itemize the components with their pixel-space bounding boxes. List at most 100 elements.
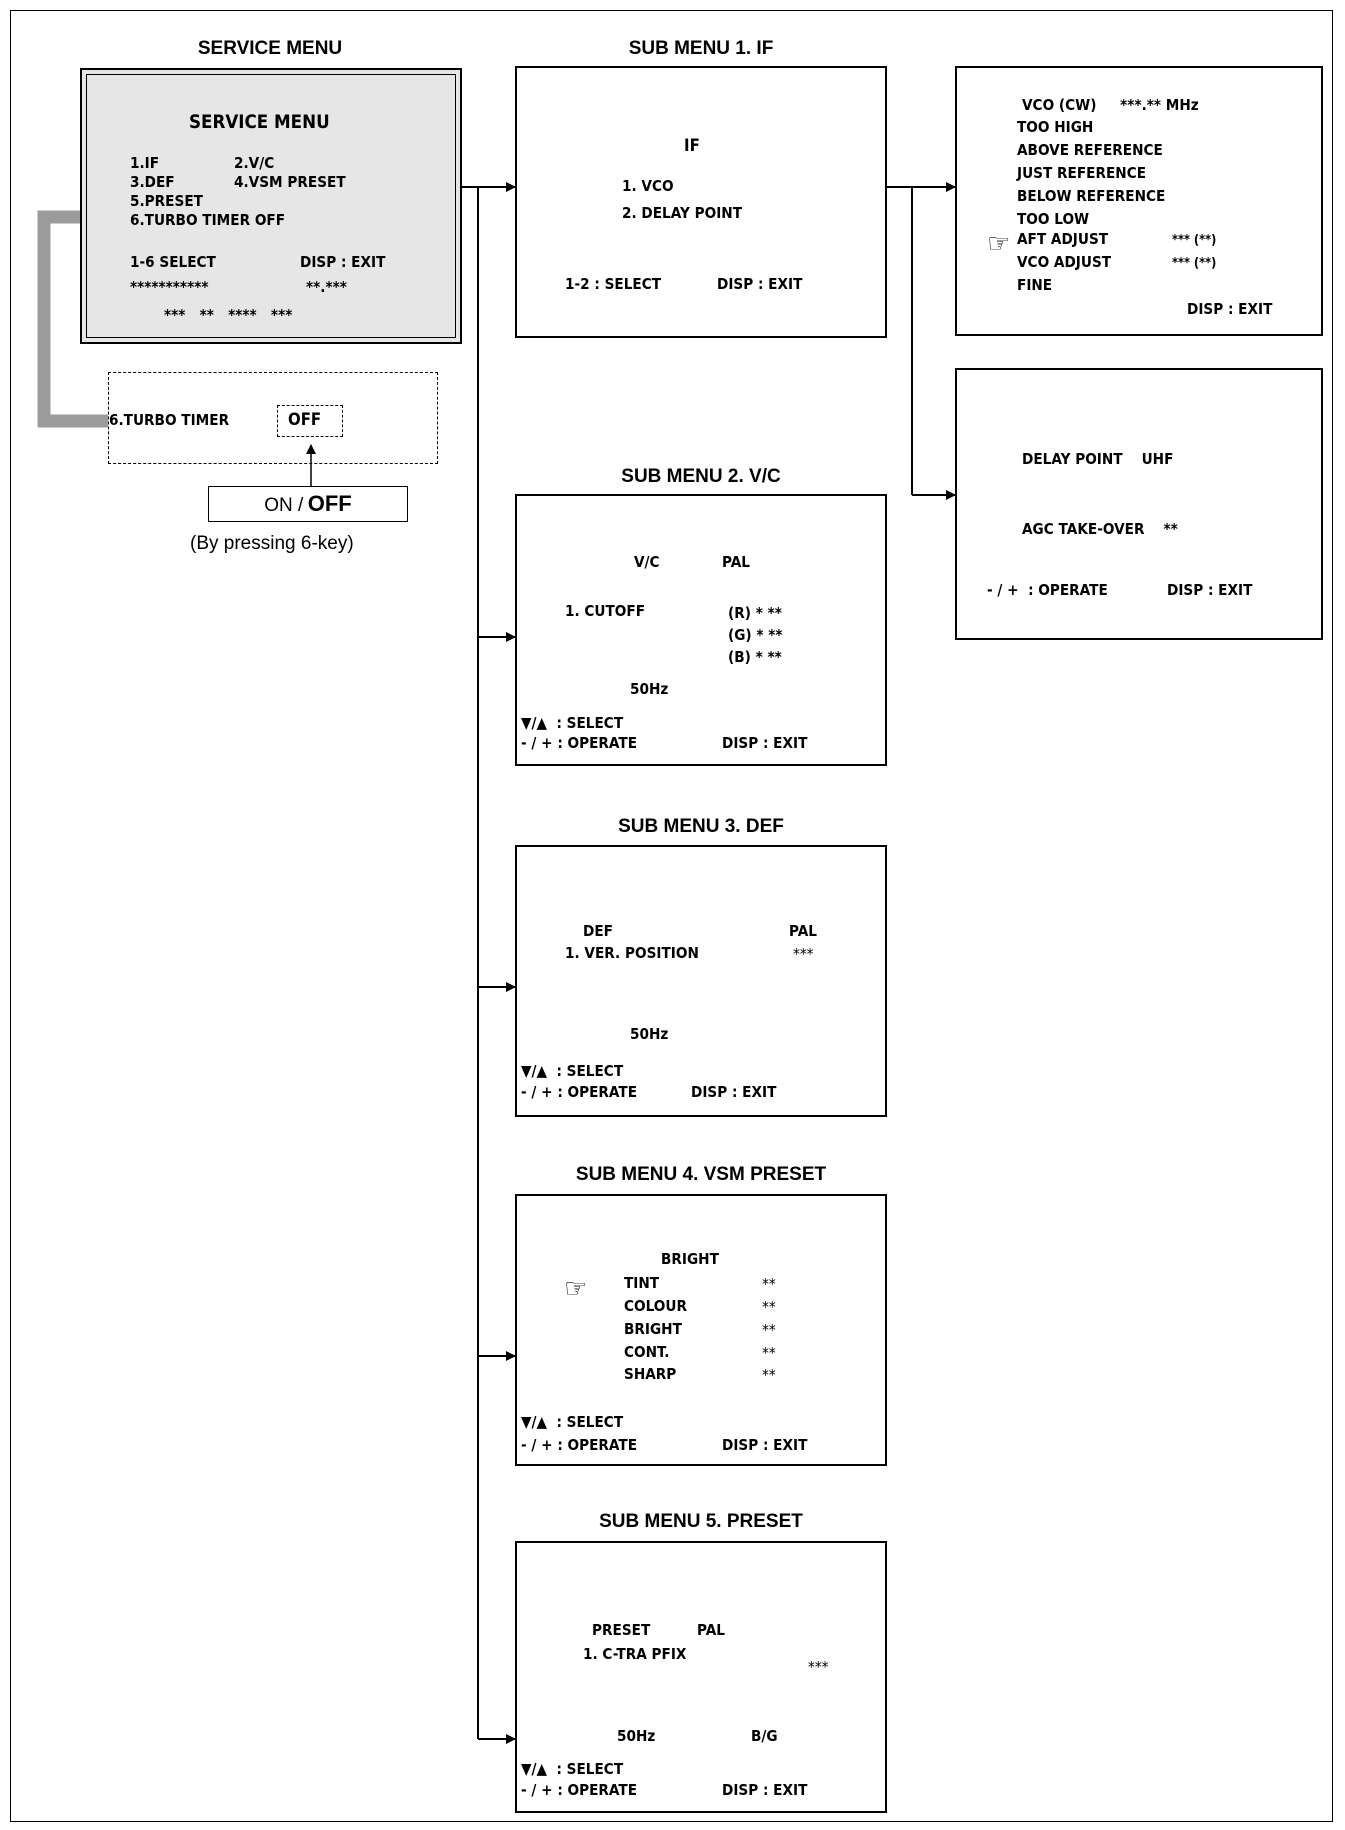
sub4-val-tint: **	[762, 1275, 776, 1293]
vco-above-ref: ABOVE REFERENCE	[1017, 141, 1163, 159]
sub3-exit-hint: DISP : EXIT	[691, 1083, 777, 1101]
sub1-item-vco: 1. VCO	[622, 177, 674, 195]
sub1-select-hint: 1-2 : SELECT	[565, 275, 662, 293]
vco-below-ref: BELOW REFERENCE	[1017, 187, 1166, 205]
sub4-item-colour: COLOUR	[624, 1297, 687, 1315]
sub5-screen: PRESET PAL 1. C-TRA PFIX *** 50Hz B/G ▼/…	[515, 1541, 887, 1813]
sub3-operate-hint: - / + : OPERATE	[521, 1083, 638, 1101]
toggle-caption: (By pressing 6-key)	[190, 533, 354, 554]
vco-vco-value: *** (**)	[1172, 256, 1217, 271]
service-item-turbo: 6.TURBO TIMER OFF	[130, 211, 286, 229]
pointing-hand-icon: ☞	[987, 229, 1011, 259]
vco-vco-adjust: VCO ADJUST	[1017, 253, 1112, 271]
sub4-val-colour: **	[762, 1298, 776, 1316]
service-item-vc: 2.V/C	[234, 154, 275, 172]
turbo-timer-value-box: OFF	[277, 405, 343, 437]
sub3-hz: 50Hz	[630, 1025, 669, 1043]
sub5-select-hint: ▼/▲ : SELECT	[521, 1760, 624, 1778]
service-select-hint: 1-6 SELECT	[130, 253, 216, 271]
delay-operate-hint: - / + : OPERATE	[987, 581, 1108, 599]
service-item-vsm: 4.VSM PRESET	[234, 173, 346, 191]
sub2-hz: 50Hz	[630, 680, 669, 698]
sub2-cutoff-r: (R) * **	[728, 604, 782, 622]
sub5-pal: PAL	[697, 1621, 725, 1639]
agc-takeover-line: AGC TAKE-OVER **	[1022, 520, 1178, 538]
turbo-timer-box: 6.TURBO TIMER OFF	[108, 372, 438, 464]
sub4-heading: BRIGHT	[661, 1250, 719, 1268]
sub3-value: ***	[793, 945, 814, 963]
sub5-bg: B/G	[751, 1727, 778, 1745]
service-item-def: 3.DEF	[130, 173, 175, 191]
vco-just-ref: JUST REFERENCE	[1017, 164, 1147, 182]
vco-freq-line: VCO (CW) ***.** MHz	[1022, 96, 1199, 114]
sub2-screen: V/C PAL 1. CUTOFF (R) * ** (G) * ** (B) …	[515, 494, 887, 766]
toggle-off-label: OFF	[307, 491, 352, 516]
sub2-cutoff-b: (B) * **	[728, 648, 782, 666]
sub1-exit-hint: DISP : EXIT	[717, 275, 803, 293]
sub5-heading: PRESET	[592, 1621, 651, 1639]
sub5-title: SUB MENU 5. PRESET	[599, 1511, 803, 1532]
sub5-item-ctra: 1. C-TRA PFIX	[583, 1645, 687, 1663]
sub2-item-cutoff: 1. CUTOFF	[565, 602, 646, 620]
sub3-title: SUB MENU 3. DEF	[618, 816, 784, 837]
sub5-hz: 50Hz	[617, 1727, 656, 1745]
vco-exit-hint: DISP : EXIT	[1187, 300, 1273, 318]
turbo-timer-value: OFF	[288, 410, 322, 430]
sub3-screen: DEF PAL 1. VER. POSITION *** 50Hz ▼/▲ : …	[515, 845, 887, 1117]
service-stars-a: ***********	[130, 278, 209, 296]
sub3-heading: DEF	[583, 922, 613, 940]
service-item-preset: 5.PRESET	[130, 192, 203, 210]
sub4-item-cont: CONT.	[624, 1343, 670, 1361]
sub2-heading: V/C	[634, 553, 660, 571]
sub4-screen: BRIGHT ☞ TINT COLOUR BRIGHT CONT. SHARP …	[515, 1194, 887, 1466]
sub5-operate-hint: - / + : OPERATE	[521, 1781, 638, 1799]
vco-fine: FINE	[1017, 276, 1053, 294]
sub4-val-bright: **	[762, 1321, 776, 1339]
vco-aft-adjust: AFT ADJUST	[1017, 230, 1109, 248]
sub4-item-bright: BRIGHT	[624, 1320, 682, 1338]
turbo-timer-label: 6.TURBO TIMER	[109, 411, 230, 429]
sub3-pal: PAL	[789, 922, 817, 940]
service-exit-hint: DISP : EXIT	[300, 253, 386, 271]
sub4-select-hint: ▼/▲ : SELECT	[521, 1413, 624, 1431]
sub4-title: SUB MENU 4. VSM PRESET	[575, 1164, 827, 1185]
sub4-val-sharp: **	[762, 1366, 776, 1384]
sub4-item-sharp: SHARP	[624, 1365, 677, 1383]
service-menu-title: SERVICE MENU	[197, 38, 343, 59]
pointing-hand-icon: ☞	[564, 1274, 588, 1304]
on-off-toggle-box: ON / OFF	[208, 486, 408, 522]
sub2-cutoff-g: (G) * **	[728, 626, 783, 644]
service-screen-title: SERVICE MENU	[189, 111, 330, 133]
sub3-item-ver-position: 1. VER. POSITION	[565, 944, 699, 962]
sub2-title: SUB MENU 2. V/C	[621, 466, 781, 487]
page-frame	[10, 10, 1333, 1822]
sub4-val-cont: **	[762, 1344, 776, 1362]
sub1-heading: IF	[684, 136, 700, 156]
service-menu-inner-border	[86, 74, 456, 338]
sub1-title: SUB MENU 1. IF	[628, 38, 774, 59]
vco-too-high: TOO HIGH	[1017, 118, 1094, 136]
delay-point-line: DELAY POINT UHF	[1022, 450, 1174, 468]
sub1-screen: IF 1. VCO 2. DELAY POINT 1-2 : SELECT DI…	[515, 66, 887, 338]
sub1-item-delay: 2. DELAY POINT	[622, 204, 743, 222]
delay-exit-hint: DISP : EXIT	[1167, 581, 1253, 599]
vco-screen: VCO (CW) ***.** MHz TOO HIGH ABOVE REFER…	[955, 66, 1323, 336]
service-item-if: 1.IF	[130, 154, 160, 172]
sub5-value: ***	[808, 1658, 829, 1676]
sub4-exit-hint: DISP : EXIT	[722, 1436, 808, 1454]
service-stars-b: **.***	[306, 278, 347, 296]
sub2-operate-hint: - / + : OPERATE	[521, 734, 638, 752]
sub3-select-hint: ▼/▲ : SELECT	[521, 1062, 624, 1080]
sub2-pal: PAL	[722, 553, 750, 571]
sub4-item-tint: TINT	[624, 1274, 660, 1292]
vco-too-low: TOO LOW	[1017, 210, 1090, 228]
sub4-operate-hint: - / + : OPERATE	[521, 1436, 638, 1454]
sub5-exit-hint: DISP : EXIT	[722, 1781, 808, 1799]
sub2-exit-hint: DISP : EXIT	[722, 734, 808, 752]
delay-point-screen: DELAY POINT UHF AGC TAKE-OVER ** - / + :…	[955, 368, 1323, 640]
sub2-select-hint: ▼/▲ : SELECT	[521, 714, 624, 732]
service-menu-screen: SERVICE MENU 1.IF 2.V/C 3.DEF 4.VSM PRES…	[80, 68, 462, 344]
toggle-on-label: ON /	[264, 495, 304, 516]
service-stars-c: *** ** **** ***	[164, 306, 293, 324]
vco-aft-value: *** (**)	[1172, 233, 1217, 248]
